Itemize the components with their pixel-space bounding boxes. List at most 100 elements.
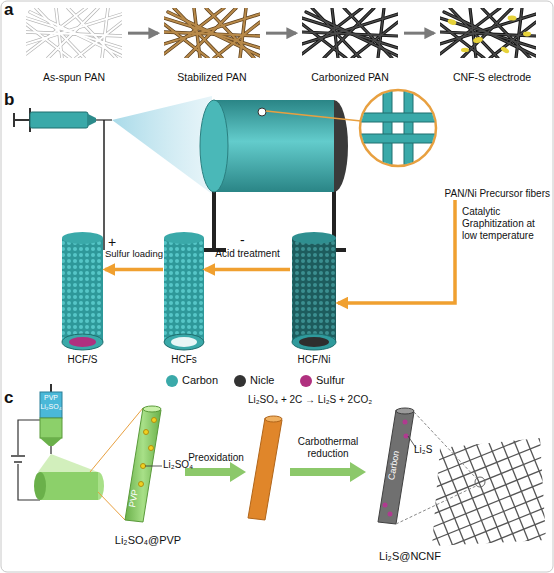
process-arrow (404, 32, 434, 35)
fiber-label: Carbon (384, 437, 404, 494)
fiber-cylinder-nickel (299, 337, 329, 347)
collector-drum (214, 100, 334, 192)
fiber-cylinder-sulfur (62, 232, 103, 350)
fiber-mesh (401, 449, 457, 573)
fiber-cylinder-sulfur (62, 232, 103, 244)
legend-entry: Sulfur (300, 374, 345, 387)
fiber-web-sulfur (440, 8, 536, 58)
fiber-mesh (392, 424, 554, 491)
collector-drum (200, 100, 348, 250)
collector-drum (34, 472, 46, 500)
zoom-circle (358, 134, 438, 143)
collector-drum (40, 472, 98, 500)
fiber-mesh (401, 447, 554, 514)
syringe (40, 438, 62, 446)
step-label: Catalytic Graphitization at low temperat… (462, 206, 550, 242)
node-label: Stabilized PAN (177, 71, 246, 84)
node-label: As-spun PAN (43, 71, 105, 84)
syringe (14, 108, 112, 132)
process-arrow (266, 32, 296, 35)
precursor-fiber (143, 406, 161, 412)
fiber-web-sulfur (440, 8, 536, 58)
preoxidized-fiber (265, 416, 282, 422)
process-arrow (290, 462, 366, 482)
reaction-equation: Li₂SO₄ + 2C → Li₂S + 2CO₂ (210, 394, 410, 406)
node-label: CNF-S electrode (453, 71, 531, 84)
fiber-cylinder: HCF/S (60, 232, 105, 366)
zoom-circle (404, 88, 413, 168)
syringe-content: PVP (38, 394, 64, 402)
carbon-fiber (403, 420, 408, 425)
polarity-sign: - (240, 232, 245, 249)
carbon-fiber (408, 436, 416, 448)
legend-swatch (166, 375, 178, 387)
fiber-mesh (428, 513, 554, 573)
fiber-mesh (396, 486, 476, 524)
step-label: Carbothermal reduction (286, 436, 370, 460)
zoom-circle (360, 90, 436, 166)
callout-label: Li₂SO₄ (163, 459, 193, 471)
node-label: Carbonized PAN (311, 71, 388, 84)
fiber-cylinder-sulfur (69, 337, 96, 347)
carbon-fiber (378, 410, 414, 524)
fiber-cylinder-hollow (164, 232, 204, 244)
syringe (40, 392, 62, 418)
fiber-web-stabilized (164, 8, 260, 58)
fiber-web-sulfur (500, 46, 510, 55)
fiber-mesh (379, 391, 546, 458)
fiber-web-as-spun (26, 8, 122, 58)
process-arrow (185, 462, 246, 482)
precursor-fiber (141, 464, 146, 469)
fiber-mesh (397, 435, 554, 502)
legend-entry: Nicle (234, 374, 274, 387)
zoom-inset: PAN/Ni Precursor fibers (360, 88, 550, 200)
fiber-cylinder-nickel (292, 232, 336, 350)
fiber-cylinder: HCF/Ni (290, 232, 338, 366)
stage-image: Stabilized PAN (158, 2, 266, 84)
fiber-mesh (424, 502, 554, 569)
step-label: Preoxidation (180, 452, 252, 464)
stage-image: As-spun PAN (20, 2, 128, 84)
precursor-fiber (149, 446, 154, 451)
syringe (50, 384, 52, 392)
fiber-mesh (379, 391, 554, 573)
panel-letter: b (4, 90, 14, 110)
fiber-mesh (379, 391, 554, 573)
process-arrow (205, 268, 290, 272)
zoom-circle (383, 88, 392, 168)
fiber-mesh (415, 480, 554, 547)
syringe (14, 119, 30, 121)
fiber-cylinder-nickel (292, 238, 336, 342)
spray-cone (112, 96, 212, 194)
fiber-cylinder-hollow (164, 232, 204, 350)
fiber-web-sulfur (461, 48, 469, 52)
fiber-web-stabilized (164, 8, 260, 58)
syringe (88, 114, 96, 126)
fiber-cylinder-hollow (171, 337, 197, 347)
fiber-mesh (390, 454, 446, 573)
collector-drum (34, 472, 104, 500)
power-wire (11, 455, 25, 457)
fiber-web-sulfur (523, 32, 531, 37)
syringe-content: Li₂SO₄ (36, 403, 66, 411)
electrode-wire (103, 120, 105, 250)
fiber-cylinder-sulfur (62, 238, 103, 342)
legend-label: Nicle (250, 374, 274, 387)
zoom-leader (266, 111, 361, 121)
fiber-web-sulfur (440, 8, 536, 58)
fiber-cylinder-hollow (164, 334, 204, 350)
fiber-mesh (414, 412, 476, 478)
stage-image: CNF-S electrode (434, 2, 550, 84)
polarity-sign: + (108, 234, 116, 251)
collector-drum (200, 100, 228, 192)
node-label: HCF/S (68, 354, 98, 366)
fiber-mesh (523, 400, 554, 539)
fiber-web-carbonized (302, 8, 398, 58)
carbon-fiber (388, 512, 393, 517)
legend-swatch (300, 375, 312, 387)
zoom-circle (358, 88, 438, 168)
legend-entry: Carbon (166, 374, 218, 387)
collector-drum (258, 108, 266, 116)
